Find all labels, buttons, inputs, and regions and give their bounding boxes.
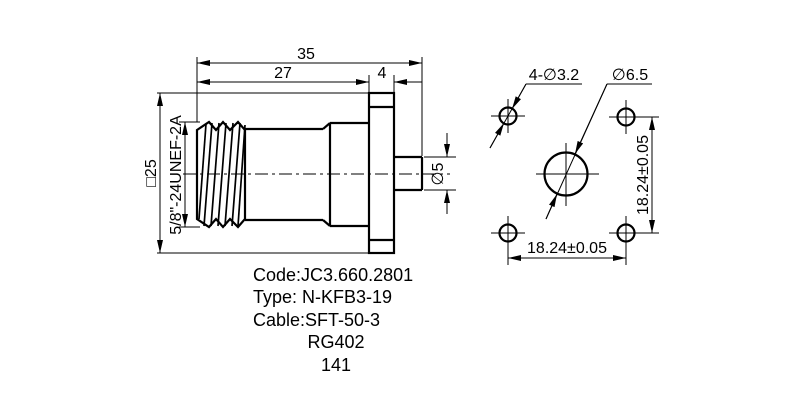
center-hole: [543, 151, 589, 197]
dim-text-4: 4: [378, 65, 387, 82]
dim-text-spacing-horizontal: 18.24±0.05: [527, 240, 607, 257]
cable-alt-line-1: RG402: [307, 332, 365, 353]
mounting-hole-bottom-left: [498, 223, 518, 243]
dimension-lines-front: [508, 117, 655, 261]
side-view: 35 27 4 □25 5/8"-24UNEF-2A ∅5: [143, 46, 456, 255]
dimension-lines: [157, 60, 450, 253]
part-outline: [195, 91, 424, 255]
title-block: Code:JC3.660.2801 Type: N-KFB3-19 Cable:…: [253, 264, 419, 376]
flange-holes: [498, 106, 636, 243]
code-line: Code:JC3.660.2801: [253, 265, 414, 285]
pin-outline: [394, 155, 424, 192]
dim-text-pin-diameter: ∅5: [430, 162, 447, 185]
center-hole-label: ∅6.5: [612, 67, 648, 84]
leader-mounting-holes: [489, 83, 582, 149]
dim-text-35: 35: [297, 46, 315, 63]
front-view: 4-∅3.2 ∅6.5 18.24±0.05 18.24±0.05: [489, 67, 659, 265]
mounting-hole-top-right: [616, 107, 636, 127]
extension-lines-front: [507, 116, 659, 265]
mounting-hole-bottom-right: [616, 223, 636, 243]
dim-text-spacing-vertical: 18.24±0.05: [635, 135, 652, 215]
cable-line: Cable:SFT-50-3: [253, 309, 381, 330]
mounting-holes-label: 4-∅3.2: [529, 67, 580, 84]
flange-outline: [367, 91, 396, 255]
leader-center-hole: [545, 83, 652, 220]
dim-text-square25: □25: [143, 159, 160, 187]
mounting-hole-top-left: [498, 106, 518, 126]
type-line: Type: N-KFB3-19: [253, 287, 393, 308]
cable-alt-line-2: 141: [320, 354, 352, 375]
extension-lines: [157, 57, 456, 254]
dim-text-27: 27: [274, 65, 292, 82]
thread-spec-text: 5/8"-24UNEF-2A: [168, 115, 185, 235]
